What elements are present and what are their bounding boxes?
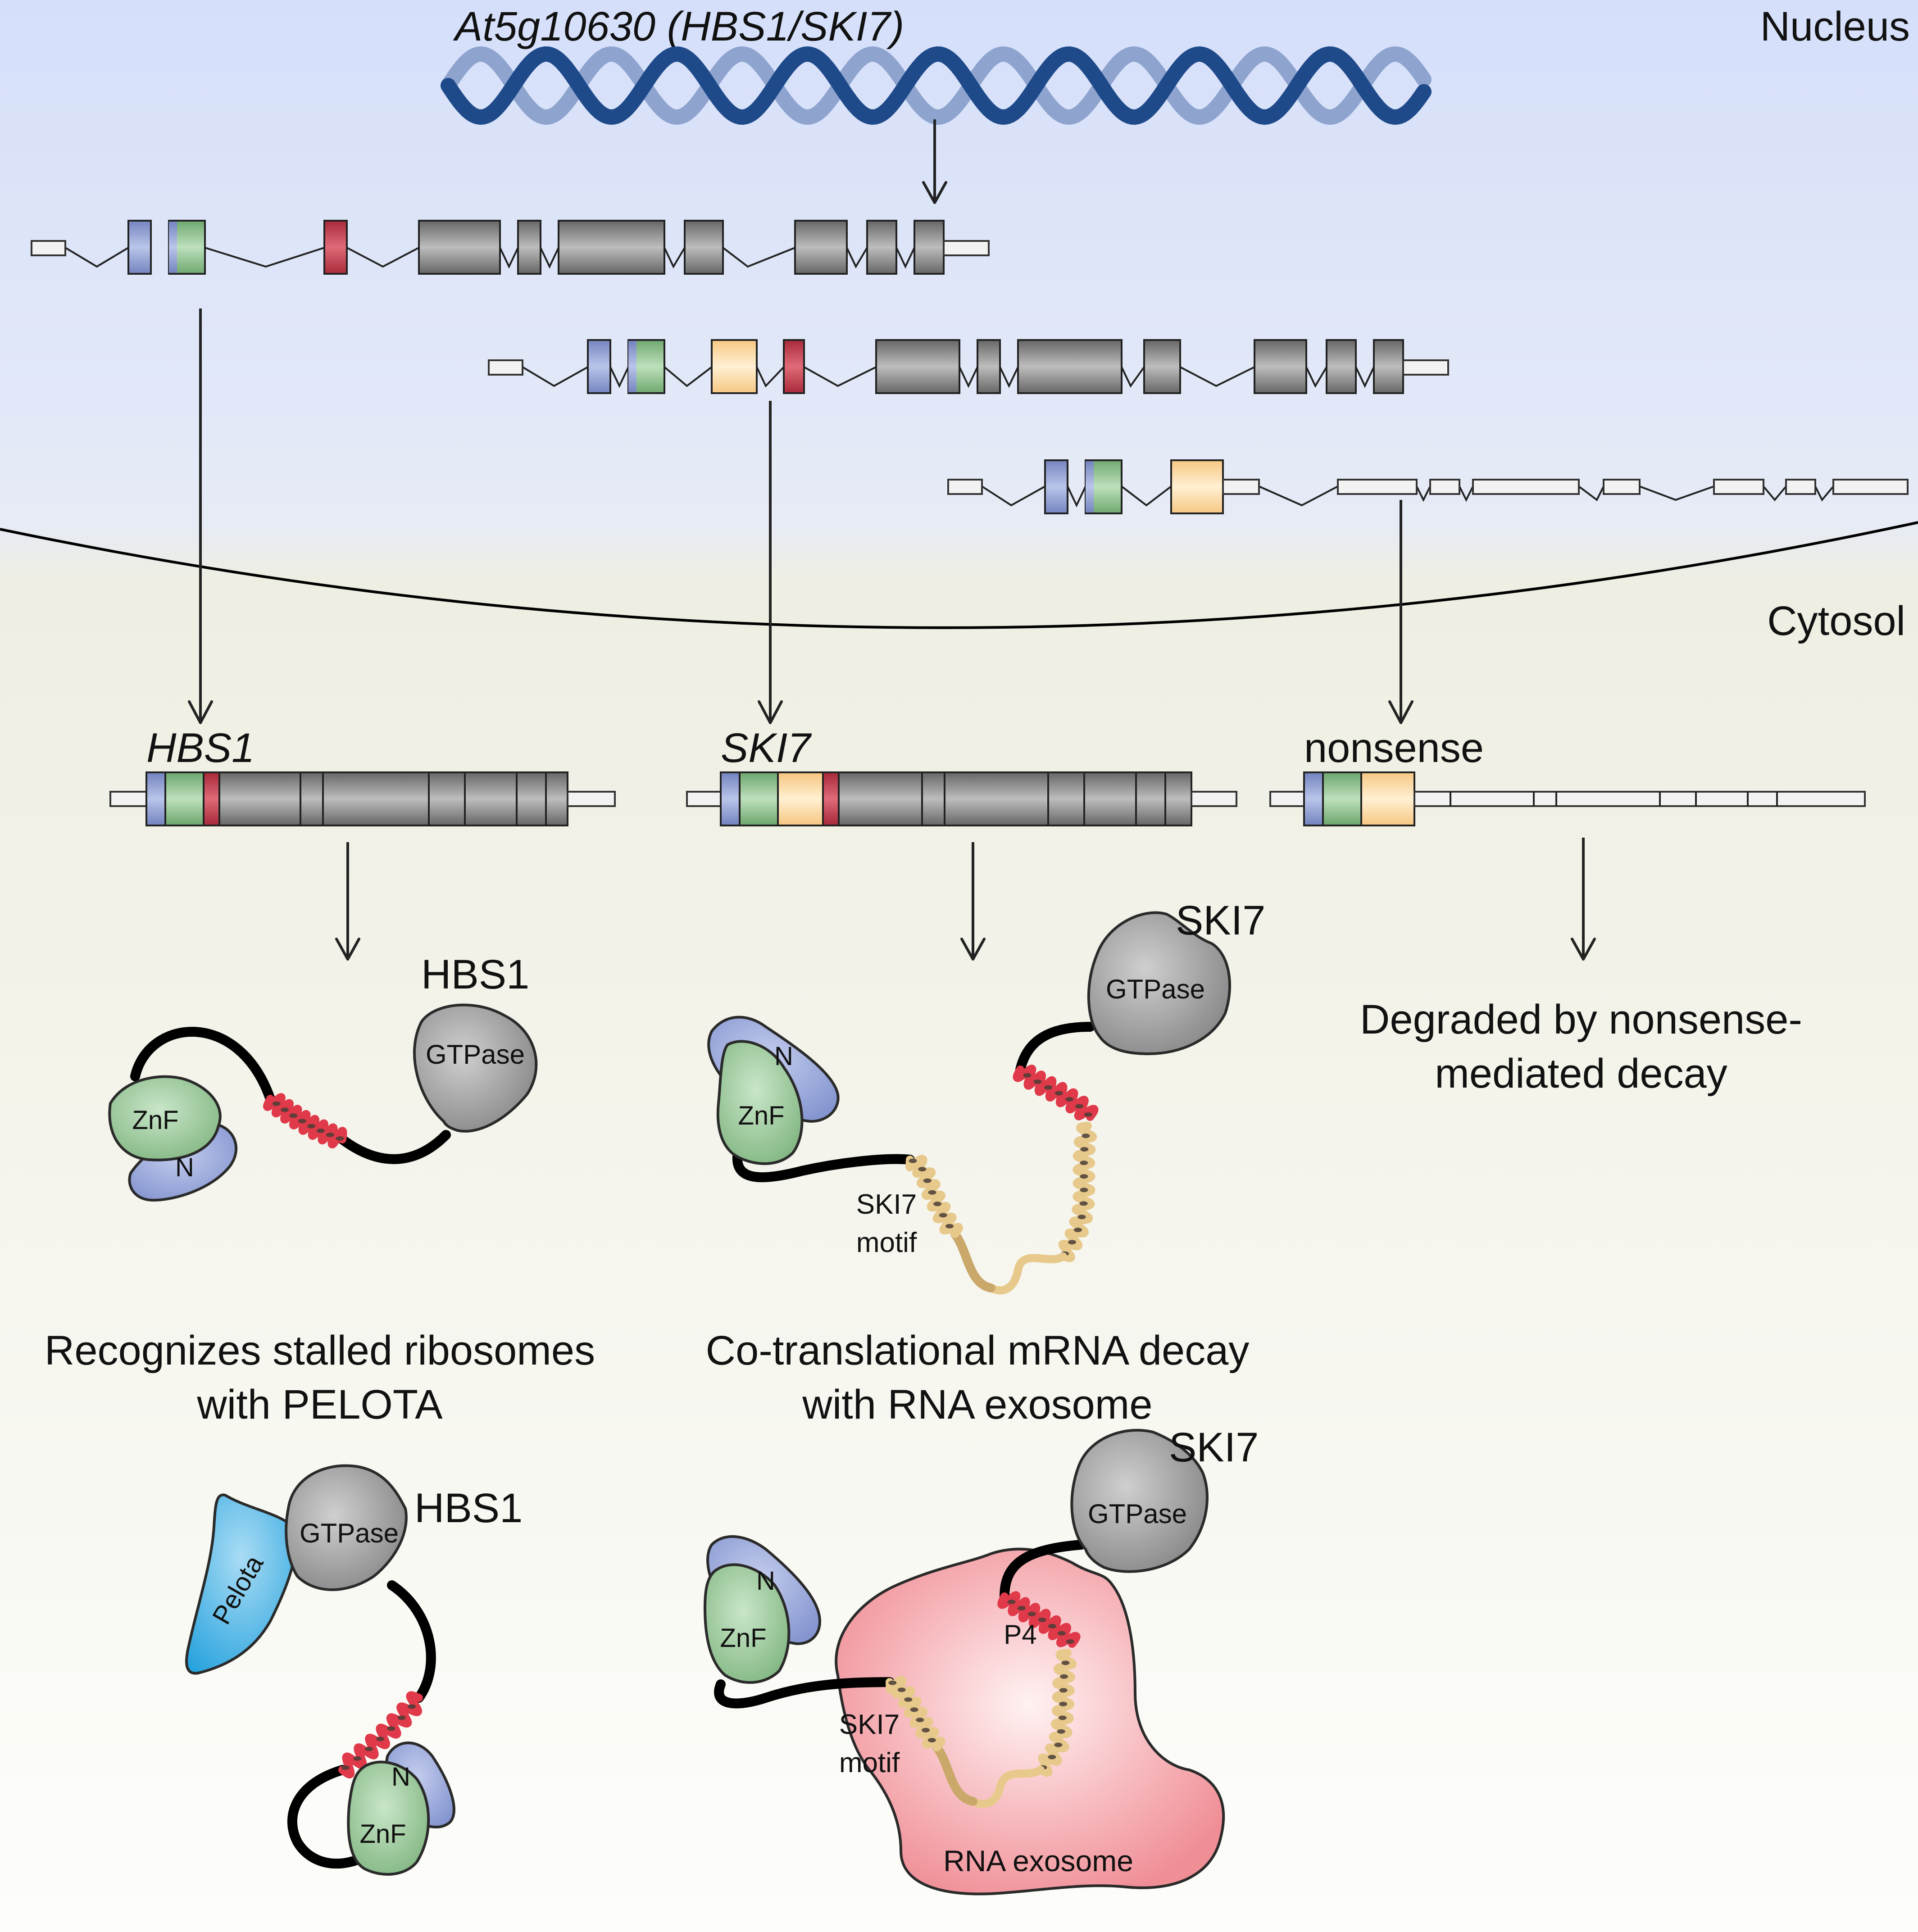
hbs1-pelota-complex: Pelota GTPase HBS1 N ZnF [185, 1464, 523, 1876]
ski7-tan-helix-a [1058, 1122, 1097, 1262]
ski7-n-label: N [774, 1042, 793, 1071]
hbs1-helix-coil [263, 1093, 347, 1149]
complex-ski7-tan-loop-2 [932, 1743, 977, 1806]
ski7-mrna-label: SKI7 [721, 725, 812, 771]
ski7-gtpase-label: GTPase [1106, 974, 1205, 1004]
ski7-protein-name: SKI7 [1176, 898, 1265, 943]
ski7-gtpase-domain [1087, 911, 1231, 1056]
rna-exosome-label: RNA exosome [943, 1844, 1133, 1878]
ski7-motif-label-1: SKI7 [856, 1189, 917, 1220]
complex-ski7-tan-helix-a [1036, 1649, 1077, 1777]
complex-ski7-znf-domain [703, 1563, 791, 1684]
cytosol-label: Cytosol [1767, 598, 1905, 644]
hbs1-helix [263, 1093, 347, 1149]
hbs1-outcome-line1: Recognizes stalled ribosomes [45, 1328, 595, 1374]
ski7-outcome-line1: Co-translational mRNA decay [706, 1328, 1250, 1374]
hbs1-mrna-label: HBS1 [146, 725, 255, 771]
ski7-motif-helix [905, 1155, 964, 1238]
ski7-outcome-line2: with RNA exosome [802, 1382, 1152, 1428]
complex-hbs1-helix-coil [338, 1691, 423, 1778]
ski7-tan-loop-2 [950, 1229, 995, 1293]
complex-ski7-p4-helix [997, 1591, 1081, 1648]
complex-ski7-znf-label: ZnF [720, 1624, 766, 1653]
complex-hbs1-helix [338, 1691, 423, 1778]
ski7-protein: N ZnF GTPase SKI7 SKI7 motif [707, 898, 1265, 1295]
complex-ski7-helices [886, 1591, 1081, 1808]
complex-ski7-motif-label-1: SKI7 [839, 1709, 900, 1740]
mrna-hbs1 [109, 771, 616, 826]
hbs1-protein-name: HBS1 [421, 952, 529, 998]
ski7-znf-label: ZnF [738, 1101, 784, 1130]
dna-double-helix-icon [441, 46, 1432, 125]
p4-label: P4 [1004, 1619, 1036, 1650]
complex-ski7-motif-helix [886, 1676, 945, 1751]
complex-hbs1-name: HBS1 [414, 1485, 523, 1531]
complex-hbs1-gtpase [285, 1464, 408, 1591]
complex-ski7-gtpase-label: GTPase [1088, 1499, 1187, 1529]
nuclear-envelope [0, 521, 1918, 629]
ski7-helices [905, 1065, 1099, 1295]
ski7-znf-domain [716, 1040, 804, 1165]
pre-mrna-nonsense [947, 459, 1909, 514]
nonsense-mrna-label: nonsense [1304, 725, 1484, 771]
hbs1-protein: ZnF N GTPase HBS1 [108, 952, 538, 1202]
complex-ski7-gtpase-domain [1070, 1429, 1209, 1573]
pre-mrna-hbs1 [31, 220, 990, 275]
pre-mrna-ski7 [488, 339, 1449, 394]
complex-ski7-n-label: N [756, 1566, 775, 1596]
complex-ski7-name: SKI7 [1169, 1424, 1259, 1470]
ski7-exosome-complex: RNA exosome N ZnF P4 SKI7 motif GTPase S… [703, 1424, 1259, 1896]
rna-exosome-shape [835, 1547, 1225, 1896]
complex-hbs1-n-label: N [391, 1762, 410, 1791]
ski7-motif-label-2: motif [856, 1227, 917, 1258]
ski7-p4-helix [1013, 1065, 1099, 1121]
hbs1-znf-domain [108, 1075, 222, 1161]
mrna-ski7 [686, 771, 1237, 826]
hbs1-znf-label: ZnF [132, 1106, 178, 1135]
complex-hbs1-gtpase-label: GTPase [300, 1518, 399, 1548]
nmd-outcome-line1: Degraded by nonsense- [1360, 997, 1802, 1043]
gene-title: At5g10630 (HBS1/SKI7) [453, 4, 904, 50]
hbs1-n-label: N [175, 1153, 194, 1182]
complex-ski7-tan-loop [969, 1766, 1045, 1808]
hbs1-gtpase-domain [413, 1003, 538, 1133]
complex-hbs1-znf-domain [347, 1760, 430, 1876]
mrna-nonsense [1269, 771, 1866, 826]
hbs1-gtpase-label: GTPase [426, 1039, 525, 1070]
nmd-outcome-line2: mediated decay [1435, 1051, 1727, 1097]
ski7-tan-loop [987, 1252, 1067, 1295]
complex-hbs1-znf-label: ZnF [359, 1819, 406, 1849]
hbs1-outcome-line2: with PELOTA [196, 1382, 443, 1428]
complex-ski7-motif-label-2: motif [839, 1747, 900, 1778]
nucleus-label: Nucleus [1760, 4, 1910, 50]
